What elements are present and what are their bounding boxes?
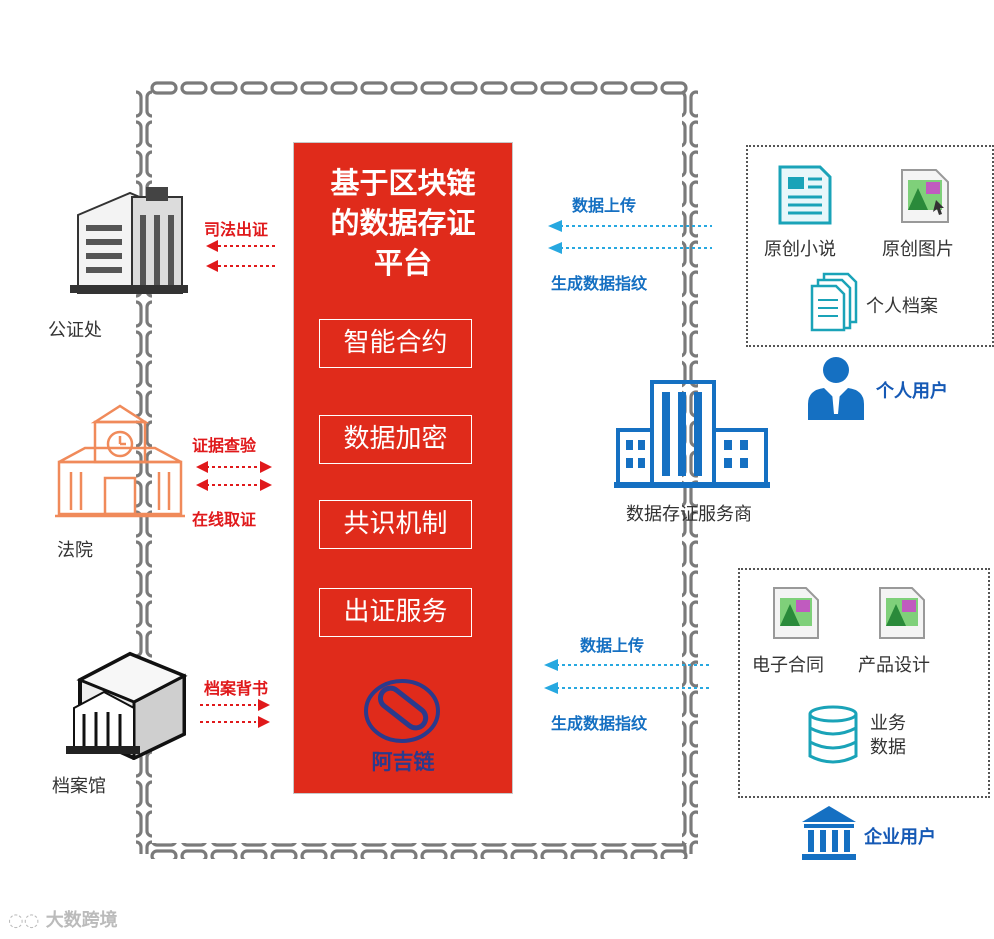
personal-fingerprint-label: 生成数据指纹 xyxy=(551,274,648,293)
feature-certification-service: 出证服务 xyxy=(319,588,472,637)
platform-title: 基于区块链 的数据存证 平台 xyxy=(294,163,512,283)
enterprise-item-design: 产品设计 xyxy=(858,655,930,676)
court-building-icon xyxy=(55,404,185,518)
service-provider-building-icon xyxy=(614,380,770,488)
database-icon xyxy=(808,705,858,764)
enterprise-data-box xyxy=(738,568,990,798)
design-file-icon xyxy=(879,587,925,639)
archive-arrow-label: 档案背书 xyxy=(204,679,269,698)
watermark-icon: ◌◌ xyxy=(8,910,46,931)
business-data-line1: 业务 xyxy=(870,713,906,734)
personal-user-label: 个人用户 xyxy=(876,381,948,402)
enterprise-item-contract: 电子合同 xyxy=(752,655,824,676)
document-icon xyxy=(778,165,832,225)
watermark-text: 大数跨境 xyxy=(45,910,118,931)
personal-item-archive: 个人档案 xyxy=(866,296,938,317)
notary-label: 公证处 xyxy=(48,320,102,341)
feature-data-encryption: 数据加密 xyxy=(319,415,472,464)
enterprise-upload-label: 数据上传 xyxy=(580,636,645,655)
service-provider-label: 数据存证服务商 xyxy=(626,504,752,525)
platform-title-line3: 平台 xyxy=(373,246,432,280)
platform-title-line2: 的数据存证 xyxy=(330,206,476,240)
contract-file-icon xyxy=(773,587,819,639)
feature-smart-contract: 智能合约 xyxy=(319,319,472,368)
enterprise-bank-icon xyxy=(802,806,856,860)
personal-user-icon xyxy=(808,357,864,420)
chain-logo-icon xyxy=(364,679,440,743)
image-file-icon xyxy=(901,169,949,223)
enterprise-business-data: 业务 数据 xyxy=(870,712,906,760)
archive-building-icon xyxy=(66,651,188,760)
watermark: ◌◌ 大数跨境 xyxy=(8,906,118,932)
platform-title-line1: 基于区块链 xyxy=(330,166,476,200)
notary-building-icon xyxy=(70,187,188,294)
files-stack-icon xyxy=(810,272,858,332)
notary-arrow-label: 司法出证 xyxy=(204,220,269,239)
court-arrow-label-bottom: 在线取证 xyxy=(192,510,257,529)
blockchain-platform: 基于区块链 的数据存证 平台 智能合约 数据加密 共识机制 出证服务 阿吉链 xyxy=(294,143,512,793)
personal-item-novel: 原创小说 xyxy=(764,239,836,260)
court-label: 法院 xyxy=(57,540,93,561)
personal-data-box xyxy=(746,145,994,347)
archive-label: 档案馆 xyxy=(52,776,106,797)
feature-consensus: 共识机制 xyxy=(319,500,472,549)
personal-upload-label: 数据上传 xyxy=(572,196,637,215)
enterprise-user-label: 企业用户 xyxy=(864,827,936,848)
personal-item-image: 原创图片 xyxy=(882,239,954,260)
platform-logo-text: 阿吉链 xyxy=(371,750,435,774)
court-arrow-label-top: 证据查验 xyxy=(192,436,257,455)
enterprise-fingerprint-label: 生成数据指纹 xyxy=(551,714,648,733)
business-data-line2: 数据 xyxy=(870,737,906,758)
